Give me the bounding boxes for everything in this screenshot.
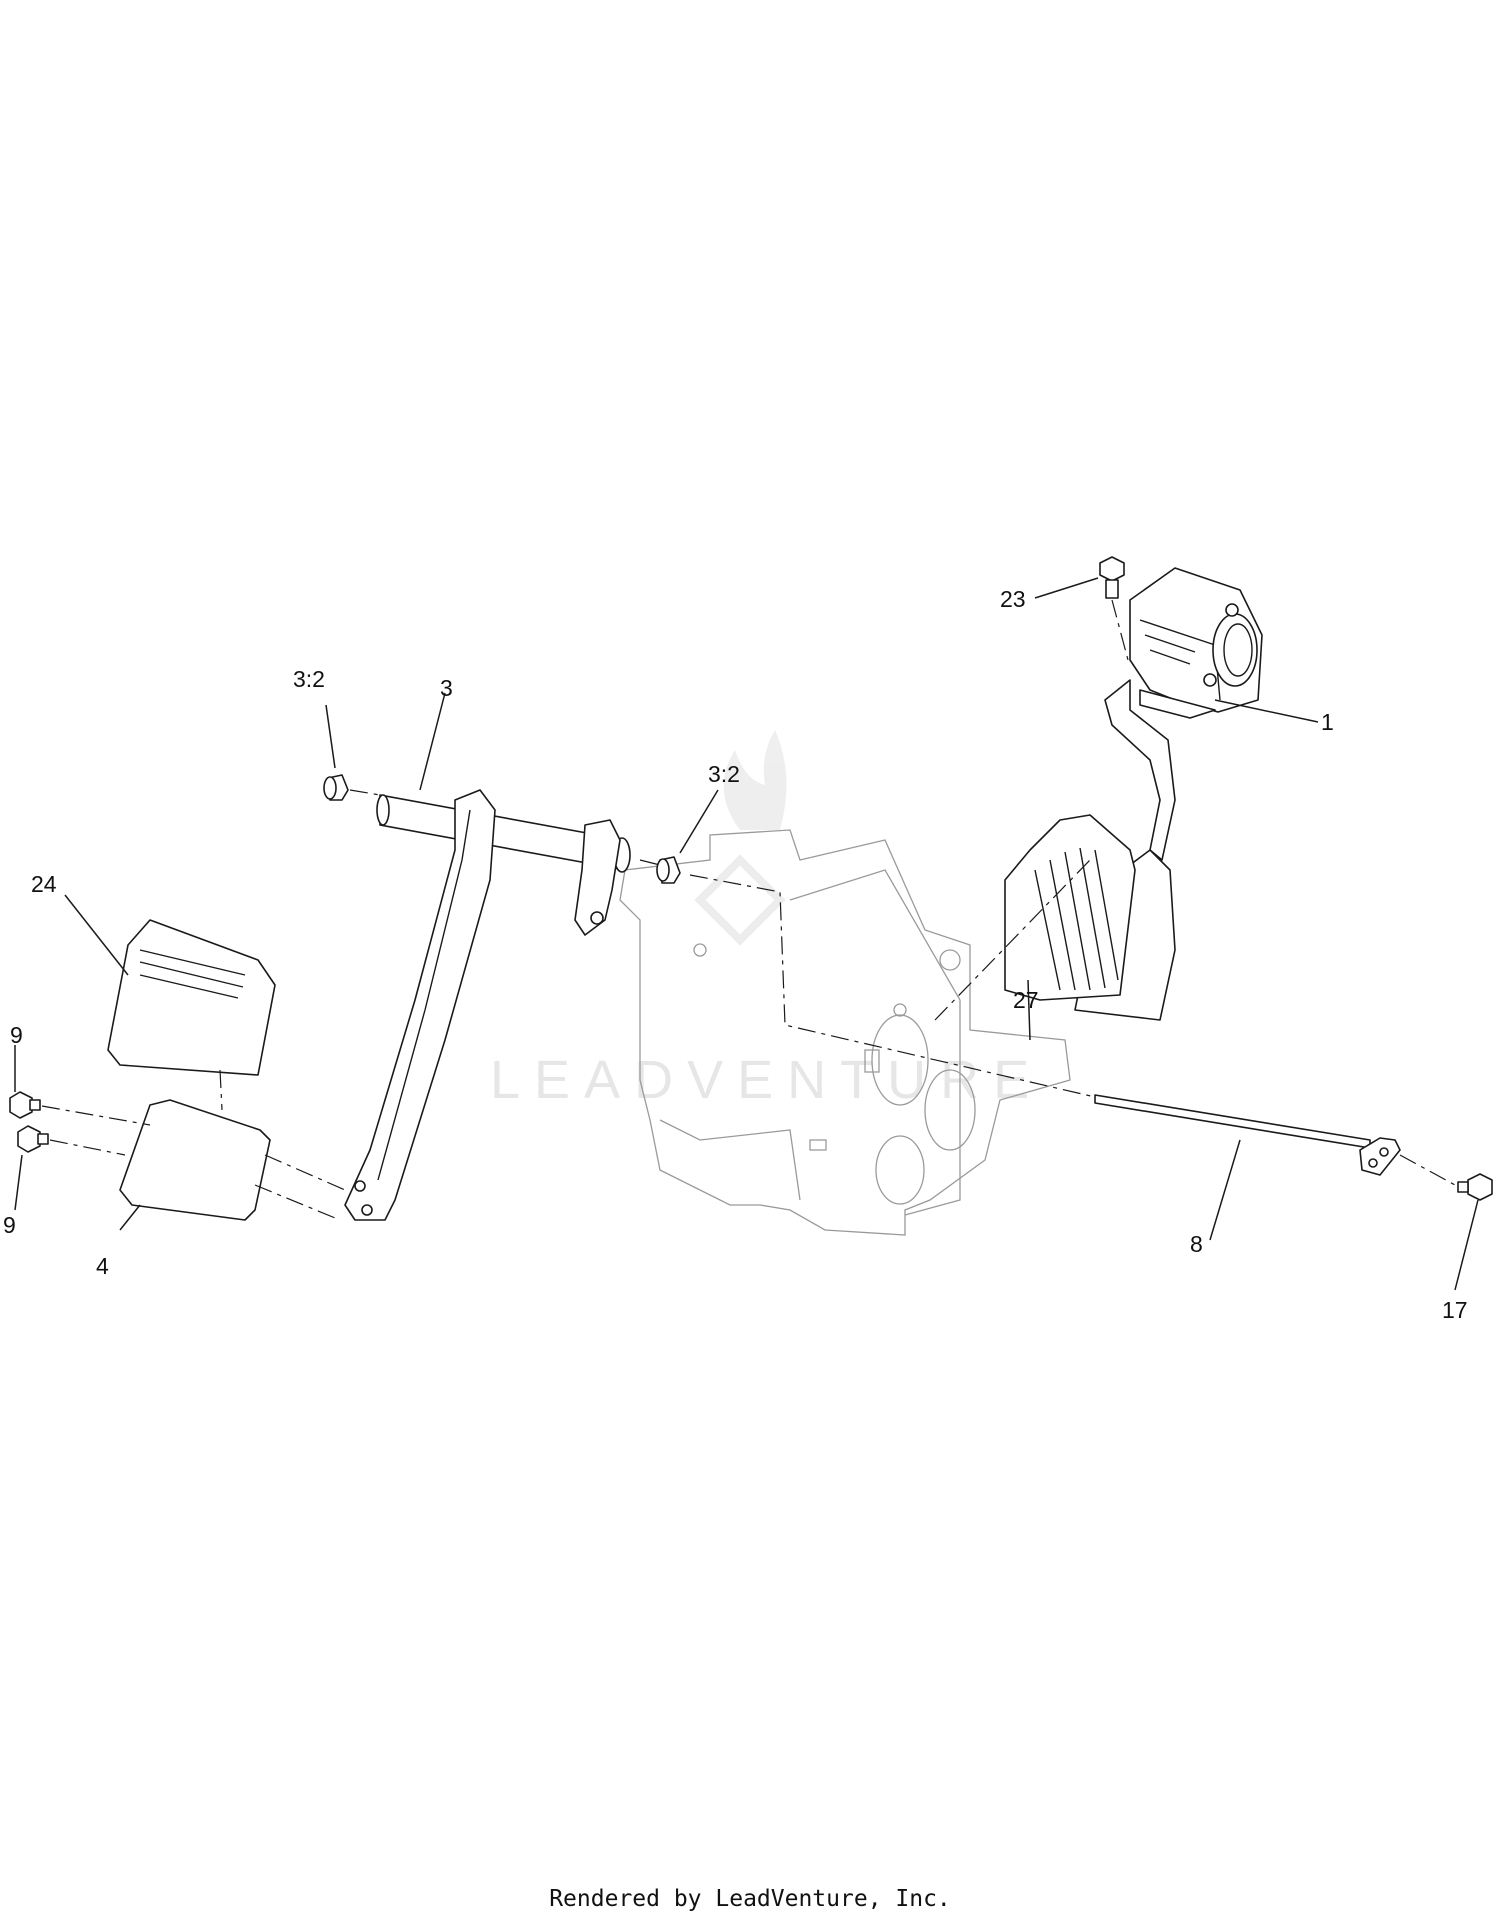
watermark-text: LEADVENTURE [490,1050,1043,1110]
bolt-23 [1099,556,1125,599]
callout-3: 3 [440,675,453,701]
bushing-right [656,856,681,884]
accelerator-pedal-pad [1004,814,1136,1001]
pedal-mount-frame [619,829,1071,1236]
footer-credit: Rendered by LeadVenture, Inc. [549,1886,951,1912]
callout-4: 4 [96,1253,109,1279]
callout-8: 8 [1190,1231,1203,1257]
leader-lines [14,577,1479,1291]
assembly-centerlines [41,789,1456,1221]
callout-24: 24 [31,871,57,897]
callout-17: 17 [1442,1297,1468,1323]
callout-9-upper: 9 [10,1022,23,1048]
callout-27: 27 [1013,987,1039,1013]
callout-3-2-left: 3:2 [293,666,325,692]
bolt-17 [1457,1173,1493,1201]
callout-1: 1 [1321,709,1334,735]
callout-3-2-right: 3:2 [708,761,740,787]
bolt-9-lower [17,1125,49,1153]
callout-23: 23 [1000,586,1026,612]
pivot-rod [1094,1094,1401,1176]
brake-pedal [119,1099,271,1221]
bushing-left [323,774,349,801]
axis-23 [1111,599,1129,661]
callout-9-lower: 9 [3,1212,16,1238]
brake-pedal-shaft [344,789,631,1221]
bolt-9-upper [9,1091,41,1119]
watermark-logo [694,730,787,946]
brake-pedal-cover [107,919,276,1076]
